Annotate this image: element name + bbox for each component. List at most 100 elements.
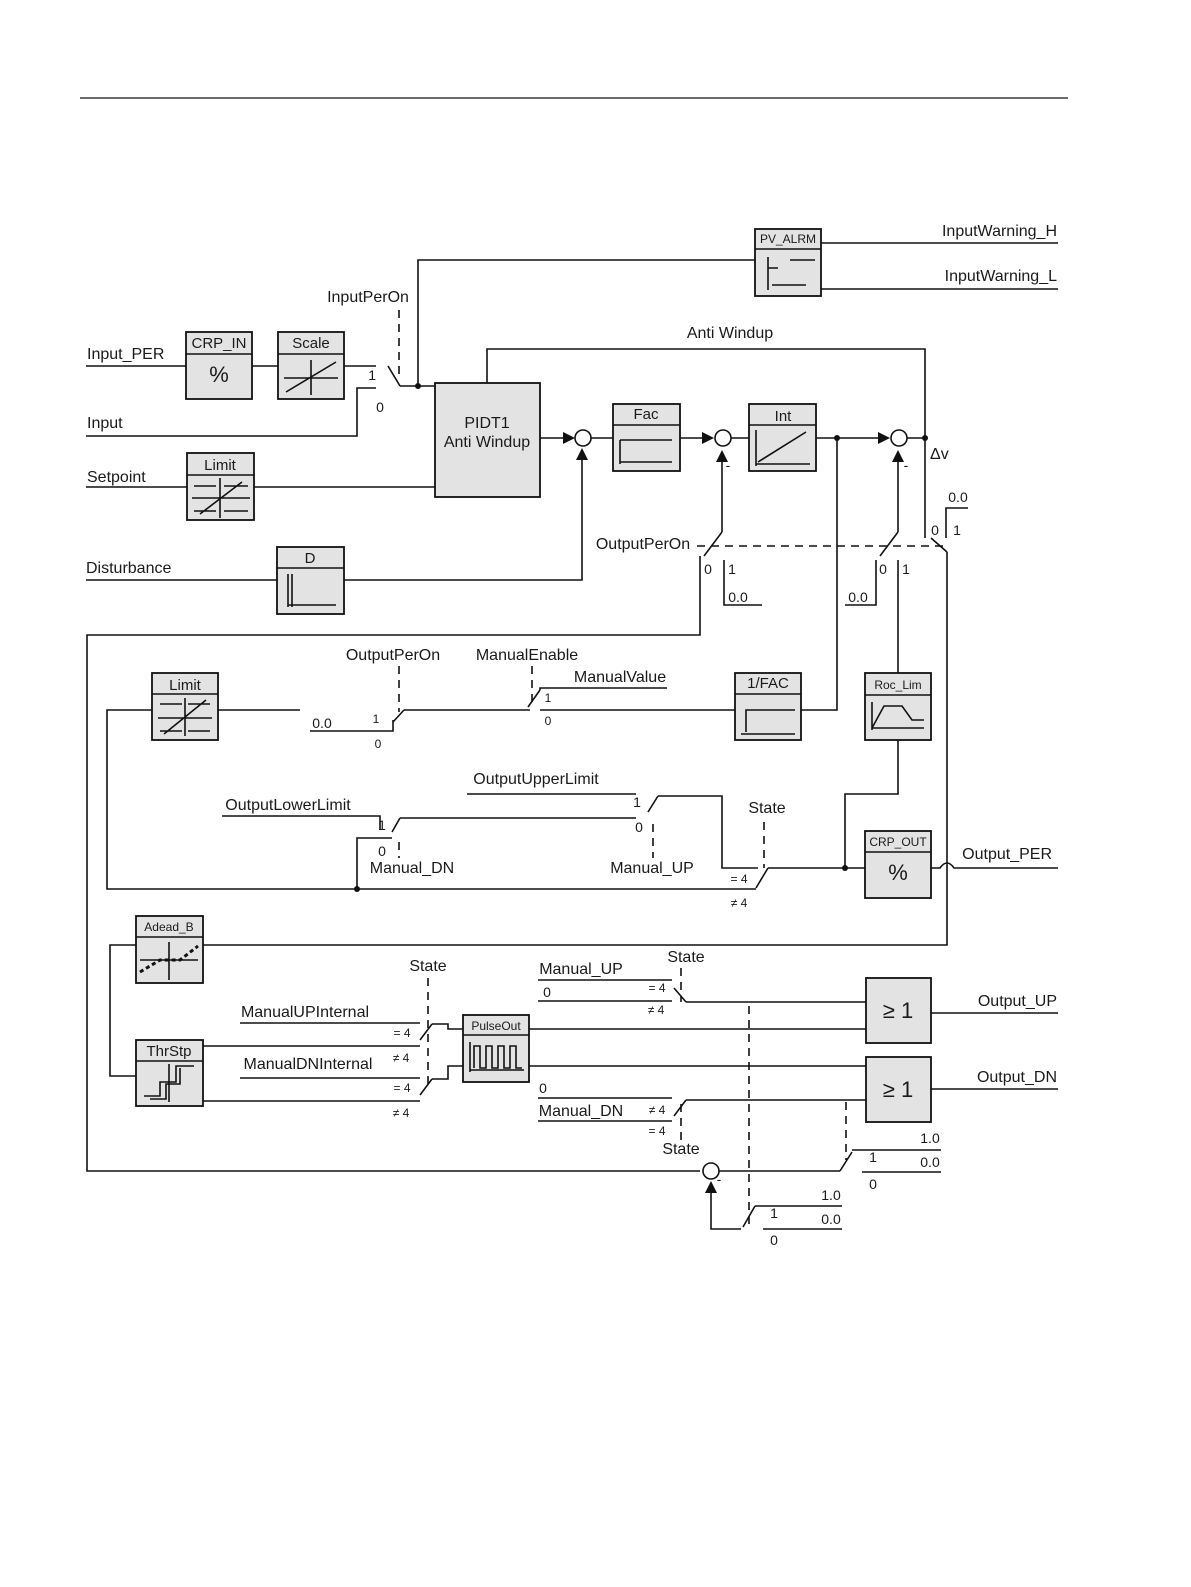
switch-upper-0: 0	[635, 819, 643, 835]
pulseout-block: PulseOut	[462, 1014, 530, 1083]
switch-me-0: 0	[545, 714, 552, 728]
input-disturbance: Disturbance	[86, 560, 171, 577]
d-title: D	[305, 550, 316, 567]
switch-sum2-0-0: 0.0	[728, 589, 748, 605]
signal-manual-dn-1: Manual_DN	[370, 860, 454, 877]
scale-block: Scale	[277, 331, 345, 400]
switch-dv-1: 1	[953, 522, 961, 538]
crp-out-percent: %	[888, 860, 908, 885]
roc-lim-title: Roc_Lim	[874, 678, 921, 692]
output-output-up: Output_UP	[978, 993, 1057, 1010]
switch-upper-1: 1	[633, 794, 641, 810]
pidt1-block: PIDT1 Anti Windup	[434, 382, 541, 498]
signal-state-4: State	[662, 1141, 699, 1158]
switch-state1-eq4: = 4	[730, 872, 747, 886]
switch-s2a-eq4: = 4	[393, 1026, 410, 1040]
signal-manual-value: ManualValue	[574, 669, 666, 686]
switch-b2-1: 1	[770, 1205, 778, 1221]
output-input-warning-l: InputWarning_L	[945, 268, 1057, 285]
or-dn-symbol: ≥ 1	[883, 1077, 913, 1102]
pv-alrm-block: PV_ALRM	[754, 228, 822, 297]
input-setpoint: Setpoint	[87, 469, 146, 486]
output-output-per: Output_PER	[962, 846, 1052, 863]
sum3-minus: -	[904, 457, 909, 473]
crp-out-title: CRP_OUT	[869, 835, 927, 849]
signal-output-per-on-1: OutputPerOn	[596, 536, 690, 553]
switch-sum3-0-0: 0.0	[848, 589, 868, 605]
input-input-per: Input_PER	[87, 346, 164, 363]
switch-dv-0: 0	[931, 522, 939, 538]
thrstp-title: ThrStp	[146, 1043, 191, 1060]
signal-state-3: State	[667, 949, 704, 966]
sum-junction-3	[890, 429, 908, 447]
switch-b2-1-0: 1.0	[821, 1187, 841, 1203]
pv-alrm-title: PV_ALRM	[760, 232, 816, 246]
inv-fac-block: 1/FAC	[734, 672, 802, 741]
signal-state-2: State	[409, 958, 446, 975]
signal-manual-up-2: Manual_UP	[539, 961, 623, 978]
limit-output-block: Limit	[151, 672, 219, 741]
pulseout-title: PulseOut	[471, 1019, 521, 1033]
sum-junction-1	[574, 429, 592, 447]
or-up-block: ≥ 1	[865, 977, 932, 1044]
pidt1-subtitle: Anti Windup	[444, 434, 530, 451]
fac-title: Fac	[633, 406, 659, 423]
switch-s2b-ne4: ≠ 4	[393, 1106, 410, 1120]
crp-in-title: CRP_IN	[191, 335, 246, 352]
signal-anti-windup: Anti Windup	[687, 325, 773, 342]
adead-b-title: Adead_B	[144, 920, 193, 934]
signal-input-per-on: InputPerOn	[327, 289, 409, 306]
signal-manual-up-internal: ManualUPInternal	[241, 1004, 369, 1021]
switch-lower-0: 0	[378, 843, 386, 859]
signal-output-per-on-2: OutputPerOn	[346, 647, 440, 664]
switch-b1-0-0: 0.0	[920, 1154, 940, 1170]
crp-in-percent: %	[209, 362, 229, 387]
roc-lim-block: Roc_Lim	[864, 672, 932, 741]
switch-mu-ne4: ≠ 4	[648, 1003, 665, 1017]
scale-title: Scale	[292, 335, 330, 352]
signal-state-1: State	[748, 800, 785, 817]
switch-sum2-1: 1	[728, 561, 736, 577]
limit-setpoint-title: Limit	[204, 457, 237, 474]
crp-in-block: CRP_IN %	[185, 331, 253, 400]
switch-b2-0-0: 0.0	[821, 1211, 841, 1227]
thrstp-block: ThrStp	[135, 1039, 204, 1107]
sum-junction-2	[714, 429, 732, 447]
sum2-minus: -	[726, 457, 731, 473]
limit-output-title: Limit	[169, 677, 202, 694]
switch-mu-0: 0	[543, 984, 551, 1000]
fac-block: Fac	[612, 403, 681, 472]
or-dn-block: ≥ 1	[865, 1056, 932, 1123]
output-input-warning-h: InputWarning_H	[942, 223, 1057, 240]
switch-opo-1: 1	[373, 712, 380, 726]
inv-fac-title: 1/FAC	[747, 675, 789, 692]
switch-state1-ne4: ≠ 4	[731, 896, 748, 910]
input-input: Input	[87, 415, 123, 432]
switch-mu-eq4: = 4	[648, 981, 665, 995]
signal-output-lower-limit: OutputLowerLimit	[225, 797, 351, 814]
pidt1-title: PIDT1	[464, 415, 509, 432]
switch-sum2-0: 0	[704, 561, 712, 577]
signal-output-upper-limit: OutputUpperLimit	[473, 771, 599, 788]
or-up-symbol: ≥ 1	[883, 998, 913, 1023]
switch-s2a-ne4: ≠ 4	[393, 1051, 410, 1065]
crp-out-block: CRP_OUT %	[864, 830, 932, 899]
switch-md-eq4: = 4	[648, 1124, 665, 1138]
signal-delta-v: Δv	[930, 446, 949, 463]
limit-setpoint-block: Limit	[186, 452, 255, 521]
switch-b1-1: 1	[869, 1149, 877, 1165]
int-title: Int	[775, 408, 793, 425]
switch-input-1: 1	[368, 367, 376, 383]
output-output-dn: Output_DN	[977, 1069, 1057, 1086]
switch-s2b-eq4: = 4	[393, 1081, 410, 1095]
switch-b2-0: 0	[770, 1232, 778, 1248]
int-block: Int	[748, 403, 817, 472]
switch-b1-0: 0	[869, 1176, 877, 1192]
signal-manual-enable: ManualEnable	[476, 647, 578, 664]
switch-opo-0: 0	[375, 737, 382, 751]
switch-opo-0-0: 0.0	[312, 715, 332, 731]
signal-manual-dn-2: Manual_DN	[539, 1103, 623, 1120]
switch-sum3-0: 0	[879, 561, 887, 577]
signal-manual-up-1: Manual_UP	[610, 860, 694, 877]
